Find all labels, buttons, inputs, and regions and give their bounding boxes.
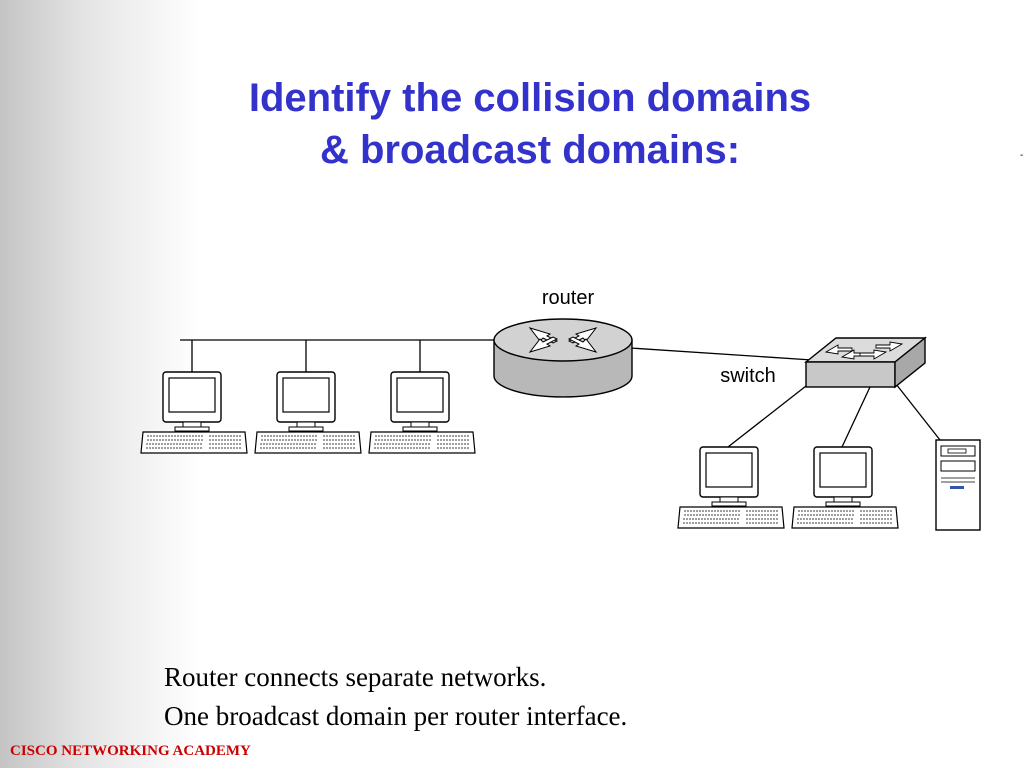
switch-label: switch [720,365,776,387]
caption-line-1: Router connects separate networks. [164,662,547,692]
workstation-icon [140,371,248,454]
workstation-icon [791,446,899,529]
title-line-2: & broadcast domains: [319,128,741,172]
router-label: router [542,287,595,309]
footer-brand: CISCO NETWORKING ACADEMY [10,743,251,759]
workstation-icon [254,371,362,454]
router-switch-link [629,347,813,361]
slide-caption: Router connects separate networks. One b… [164,658,627,736]
caption-line-2: One broadcast domain per router interfac… [164,701,628,731]
server-tower-icon [935,439,981,531]
switch-link-pc-4 [727,385,807,448]
corner-mark: - [1020,150,1024,161]
slide-title: Identify the collision domains & broadca… [150,72,910,176]
switch-icon [804,336,927,389]
workstation-icon [677,446,785,529]
switch-link-server [895,383,941,441]
router-icon [493,318,633,398]
switch-link-pc-5 [841,386,871,448]
workstation-icon [368,371,476,454]
title-line-1: Identify the collision domains [248,76,812,120]
